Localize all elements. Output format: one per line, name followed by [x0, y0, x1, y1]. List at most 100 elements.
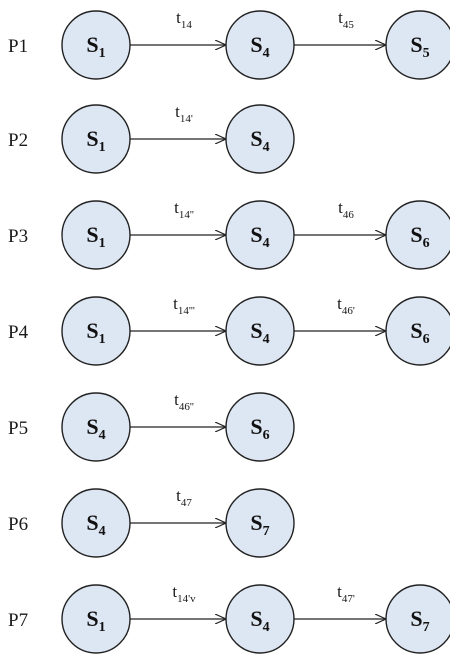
state-label-subscript: 4 — [99, 524, 106, 539]
path-label: P6 — [8, 514, 28, 535]
state-node — [225, 296, 295, 366]
state-label-subscript: 6 — [263, 428, 270, 443]
transition-label: t47 — [176, 486, 192, 509]
state-label: S4 — [250, 222, 269, 251]
state-label-subscript: 1 — [99, 46, 106, 61]
state-label: S4 — [86, 414, 105, 443]
state-label: S1 — [86, 222, 105, 251]
transition-label-main: t — [338, 8, 343, 27]
state-label-main: S — [86, 318, 98, 343]
transition-label-subscript: 46'' — [179, 401, 194, 413]
state-label-subscript: 1 — [99, 620, 106, 635]
state-node — [385, 296, 450, 366]
state-node — [61, 10, 131, 80]
state-label-main: S — [250, 222, 262, 247]
state-node — [61, 584, 131, 654]
state-node — [61, 488, 131, 558]
path-label: P3 — [8, 226, 28, 247]
state-node — [61, 392, 131, 462]
state-label-main: S — [250, 510, 262, 535]
transition-label-subscript: 47 — [181, 497, 193, 509]
state-label-main: S — [410, 32, 422, 57]
state-label-subscript: 6 — [423, 236, 430, 251]
state-label-main: S — [250, 32, 262, 57]
state-label-subscript: 1 — [99, 140, 106, 155]
state-label-subscript: 4 — [263, 236, 270, 251]
transition-label-subscript: 14 — [181, 19, 193, 31]
transition-label-subscript: 47' — [342, 593, 355, 605]
state-label-main: S — [250, 126, 262, 151]
transition-label-main: t — [173, 294, 178, 313]
state-label: S4 — [86, 510, 105, 539]
path-label: P1 — [8, 36, 28, 57]
state-node — [225, 104, 295, 174]
transition-label-subscript: 14'v — [177, 593, 196, 605]
transition-label-main: t — [337, 582, 342, 601]
state-label: S7 — [410, 606, 429, 635]
state-label-main: S — [86, 414, 98, 439]
state-label-subscript: 1 — [99, 236, 106, 251]
state-node — [225, 584, 295, 654]
transition-label: t14 — [176, 8, 192, 31]
path-label: P5 — [8, 418, 28, 439]
transition-label: t46 — [338, 198, 354, 221]
state-label-main: S — [250, 318, 262, 343]
state-node — [61, 200, 131, 270]
state-label: S1 — [86, 318, 105, 347]
state-node — [225, 488, 295, 558]
state-node — [225, 10, 295, 80]
state-label-main: S — [410, 606, 422, 631]
state-label: S5 — [410, 32, 429, 61]
state-label-subscript: 5 — [423, 46, 430, 61]
state-label-main: S — [250, 606, 262, 631]
state-label: S4 — [250, 126, 269, 155]
state-label-subscript: 6 — [423, 332, 430, 347]
transition-label-main: t — [174, 390, 179, 409]
state-label-main: S — [86, 606, 98, 631]
transition-label-subscript: 45 — [343, 19, 355, 31]
state-node — [385, 200, 450, 270]
state-label: S4 — [250, 32, 269, 61]
path-label: P7 — [8, 610, 28, 631]
state-node — [225, 200, 295, 270]
state-label-subscript: 4 — [263, 46, 270, 61]
state-label: S6 — [410, 222, 429, 251]
state-label: S6 — [410, 318, 429, 347]
transition-label-subscript: 46' — [342, 305, 355, 317]
transition-label: t14'v — [172, 582, 196, 605]
state-label-subscript: 1 — [99, 332, 106, 347]
path-label: P2 — [8, 130, 28, 151]
state-label-main: S — [86, 32, 98, 57]
path-label: P4 — [8, 322, 29, 343]
transition-label-subscript: 46 — [343, 209, 355, 221]
transition-label: t14' — [175, 102, 193, 125]
state-label: S4 — [250, 318, 269, 347]
transition-label-main: t — [174, 198, 179, 217]
transition-label-subscript: 14''' — [178, 305, 195, 317]
transition-label: t14'' — [174, 198, 194, 221]
state-node — [385, 584, 450, 654]
state-label-subscript: 4 — [263, 140, 270, 155]
transition-label-subscript: 14'' — [179, 209, 194, 221]
transition-label-subscript: 14' — [180, 113, 193, 125]
state-label-main: S — [86, 126, 98, 151]
state-label-subscript: 4 — [99, 428, 106, 443]
state-label-subscript: 4 — [263, 332, 270, 347]
transition-label-main: t — [338, 198, 343, 217]
state-node — [225, 392, 295, 462]
state-label-subscript: 7 — [423, 620, 430, 635]
state-node — [385, 10, 450, 80]
state-label-main: S — [410, 318, 422, 343]
transition-label: t14''' — [173, 294, 195, 317]
transition-label-main: t — [176, 486, 181, 505]
transition-label: t45 — [338, 8, 354, 31]
transition-label: t46'' — [174, 390, 194, 413]
state-node — [61, 104, 131, 174]
state-label: S1 — [86, 126, 105, 155]
